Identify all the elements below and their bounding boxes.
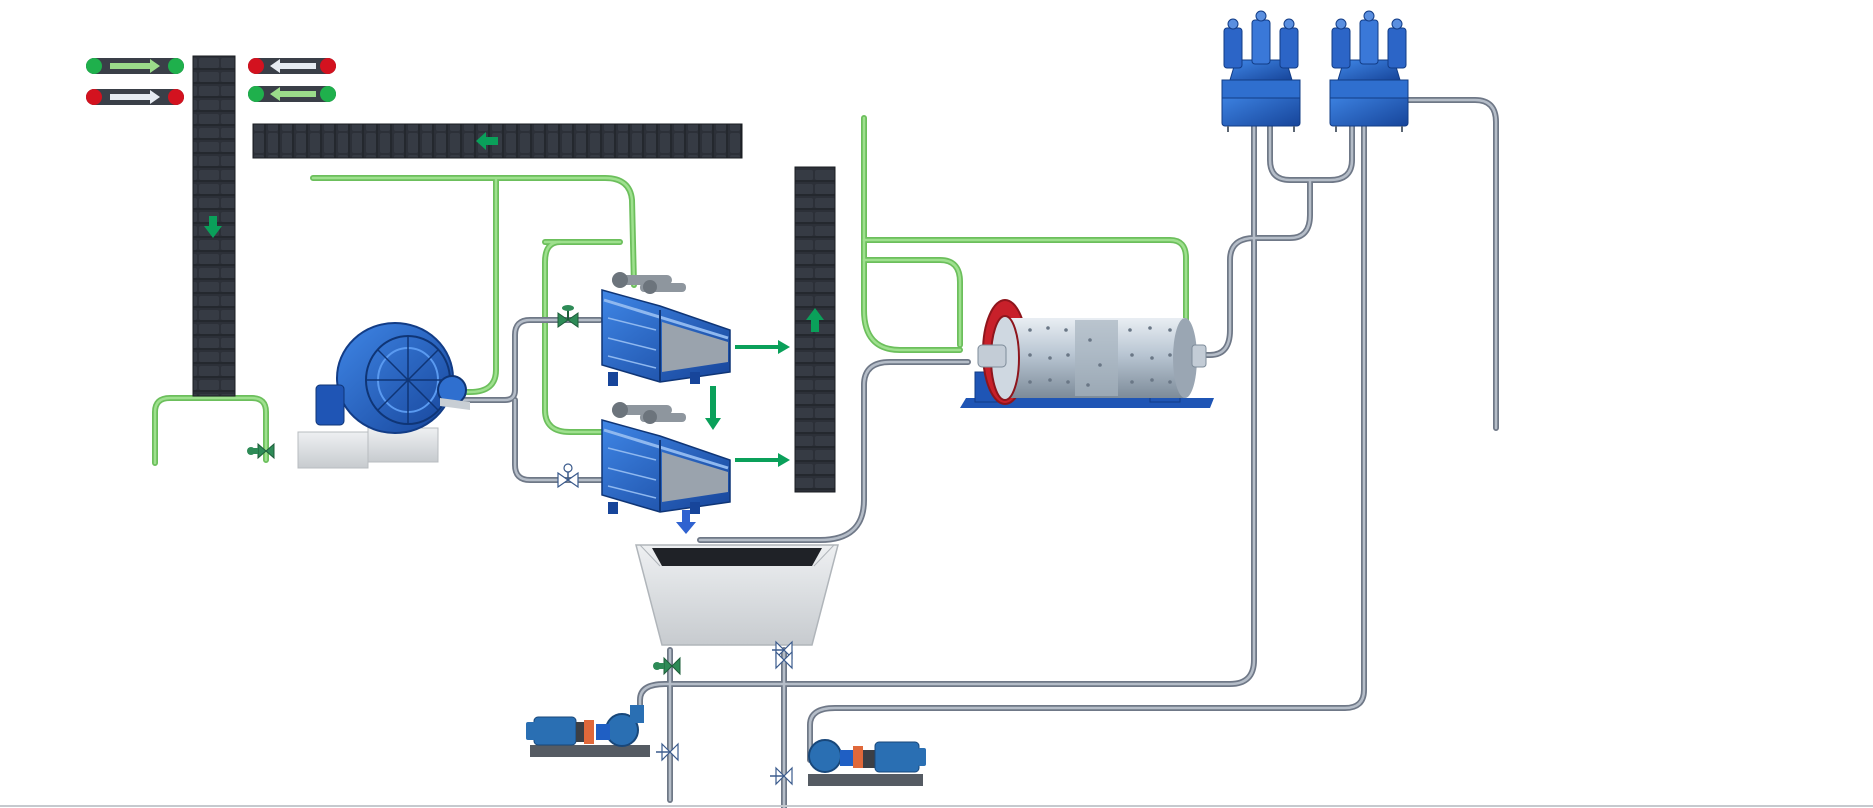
cyclone-cluster-2[interactable] <box>1329 10 1409 132</box>
vibrating-screen-2[interactable] <box>601 402 731 514</box>
water-valve-feed[interactable] <box>247 442 275 460</box>
green-lamp-icon <box>248 86 264 102</box>
flow-arrows <box>676 340 790 534</box>
arrow-right-icon <box>110 59 160 73</box>
arrow-down-icon <box>204 216 222 238</box>
slurry-valve-sump-1[interactable] <box>772 640 793 660</box>
sag-mill[interactable] <box>297 322 470 469</box>
legend-indicator-3[interactable] <box>248 58 336 74</box>
ball-mill[interactable] <box>960 299 1214 408</box>
slurry-pump-2[interactable] <box>808 739 926 786</box>
arrow-left-icon <box>270 59 316 73</box>
arrow-right-icon <box>110 90 160 104</box>
conveyor-status-legend <box>86 58 336 105</box>
vertical-feed-conveyor[interactable] <box>192 55 236 397</box>
red-lamp-icon <box>320 58 336 74</box>
sump-tank[interactable] <box>635 544 839 646</box>
horizontal-feed-conveyor[interactable] <box>252 123 743 159</box>
legend-indicator-1[interactable] <box>86 58 184 74</box>
slurry-pipe-network <box>447 97 1499 808</box>
water-valve-sump[interactable] <box>653 656 681 676</box>
return-conveyor[interactable] <box>794 166 836 493</box>
vibrating-screen-1[interactable] <box>601 272 731 386</box>
arrow-down-icon <box>705 386 721 430</box>
red-lamp-icon <box>248 58 264 74</box>
slurry-valve-screen[interactable] <box>557 463 579 489</box>
green-lamp-icon <box>86 58 102 74</box>
red-lamp-icon <box>168 89 184 105</box>
legend-indicator-2[interactable] <box>86 89 184 105</box>
slurry-pump-1[interactable] <box>526 705 650 757</box>
green-lamp-icon <box>320 86 336 102</box>
slurry-valve-sump-2[interactable] <box>775 650 793 670</box>
arrow-left-icon <box>476 132 498 150</box>
arrow-down-icon <box>676 510 696 534</box>
water-pipe-network <box>152 115 1189 466</box>
water-valve-screen[interactable] <box>557 305 579 328</box>
arrow-right-icon <box>735 453 790 467</box>
green-lamp-icon <box>168 58 184 74</box>
slurry-valve-pump-2[interactable] <box>770 766 793 786</box>
cyclone-cluster-1[interactable] <box>1221 10 1301 132</box>
arrow-left-icon <box>270 87 316 101</box>
red-lamp-icon <box>86 89 102 105</box>
slurry-valve-pump-1[interactable] <box>656 742 679 762</box>
legend-indicator-4[interactable] <box>248 86 336 102</box>
arrow-up-icon <box>806 308 824 332</box>
arrow-right-icon <box>735 340 790 354</box>
